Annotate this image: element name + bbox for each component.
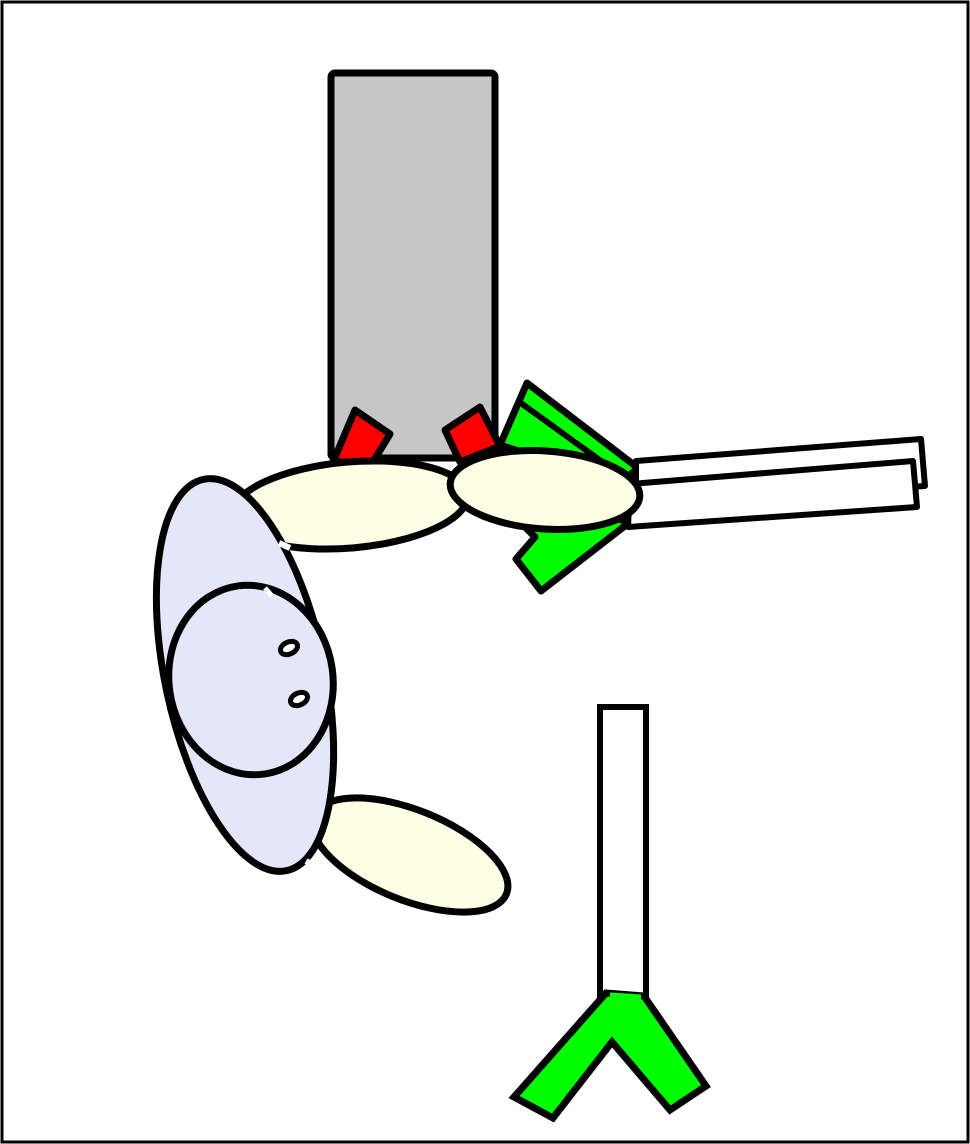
eye-mark-lower [287, 689, 311, 709]
gray-column [327, 69, 499, 462]
eye-mark-upper [277, 638, 301, 658]
white-stem [597, 704, 649, 1002]
head-outline-gap [263, 586, 274, 598]
outline-gap-lower [304, 858, 324, 873]
green-y-fork [508, 989, 711, 1123]
fork-top-cover [609, 992, 642, 1000]
outline-gap-upper [277, 540, 292, 551]
lavender-head [165, 581, 337, 779]
cream-ellipse-right [446, 447, 644, 533]
